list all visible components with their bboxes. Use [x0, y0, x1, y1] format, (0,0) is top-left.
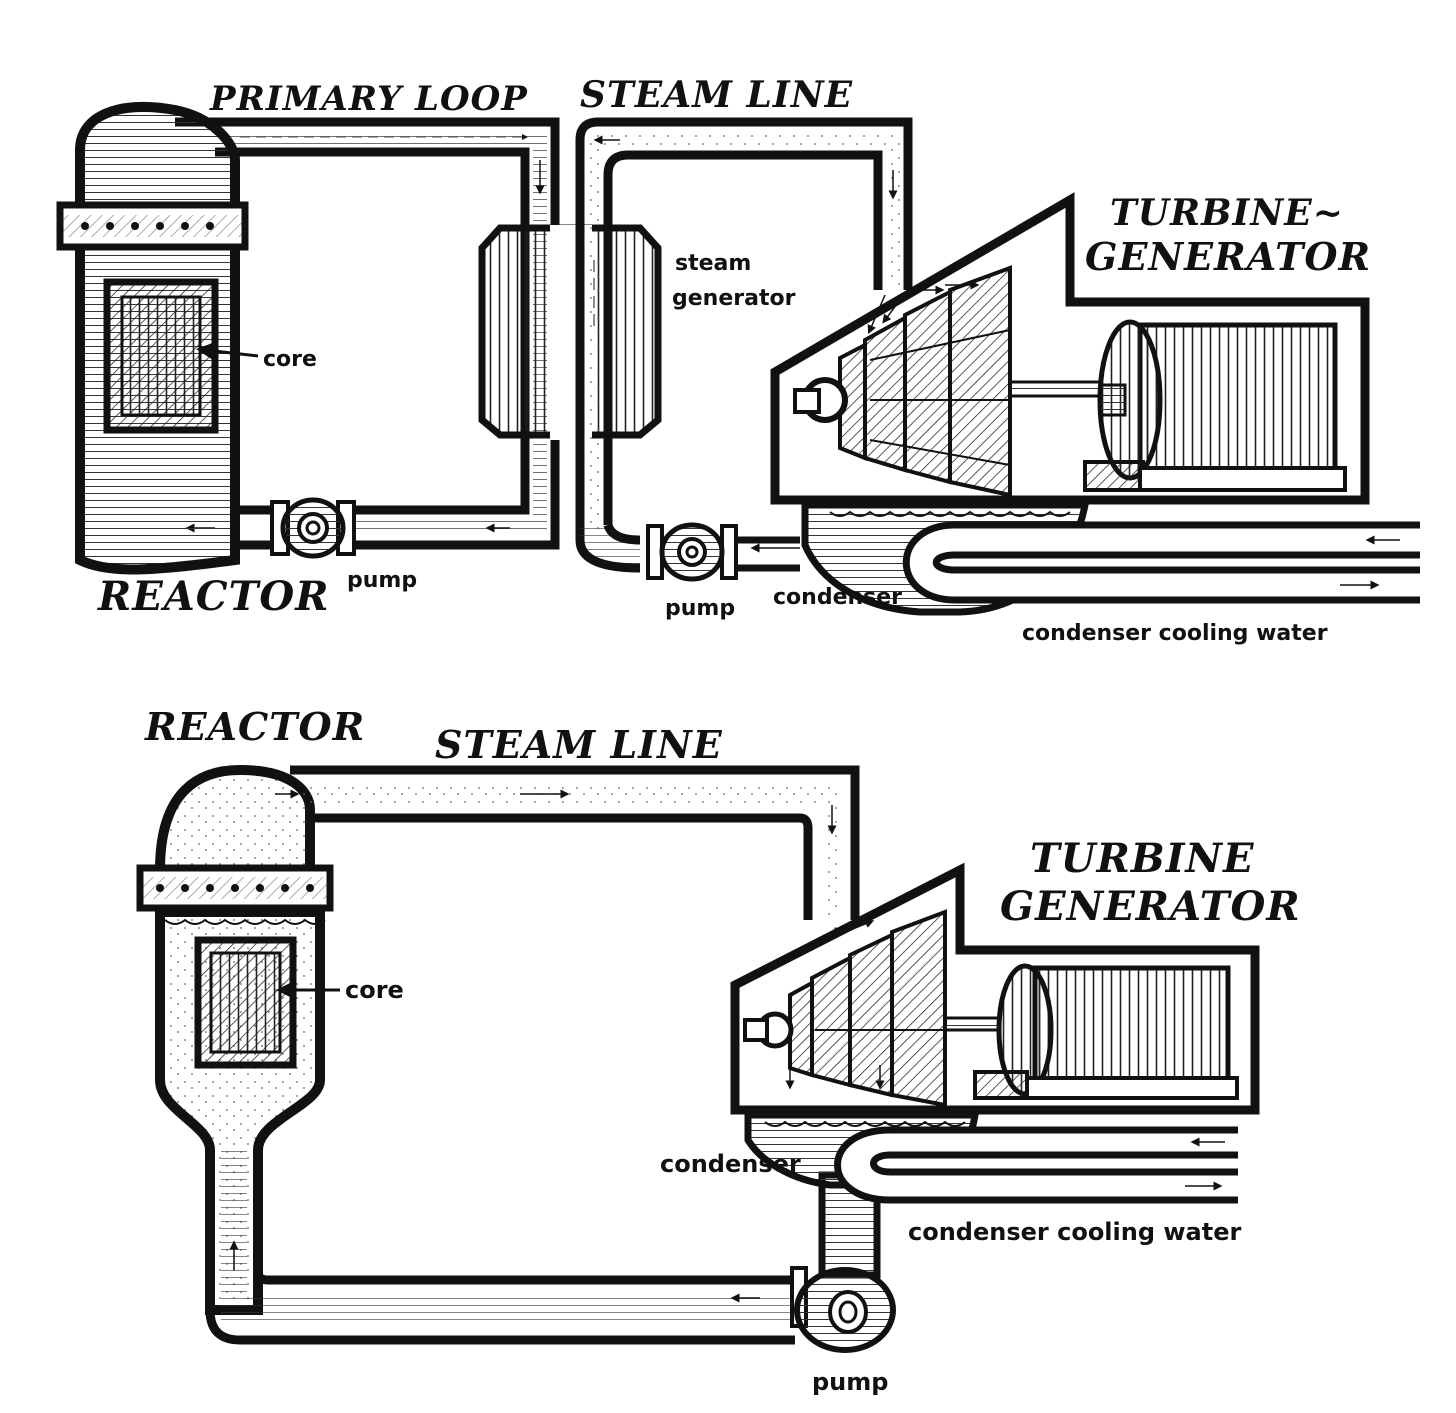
- reactor-label-top: REACTOR: [97, 573, 329, 620]
- reactor-flange-bolts-bottom: [156, 884, 314, 892]
- core-pointer-top: [196, 342, 259, 360]
- reactor-label-bottom: REACTOR: [144, 704, 365, 749]
- condenser-label-bottom: condenser: [660, 1150, 801, 1178]
- cooling-water-label-bottom: condenser cooling water: [908, 1218, 1241, 1246]
- reactor-flange-bolts: [81, 222, 214, 230]
- return-loop-bottom: [205, 1150, 881, 1345]
- bottom-diagram: REACTOR STEAM LINE TURBINE GENERATOR cor…: [136, 704, 1301, 1396]
- cooling-water-bottom: [834, 1126, 1238, 1204]
- core-label-bottom: core: [345, 976, 404, 1004]
- steam-line-pipe-bottom: [275, 765, 860, 920]
- steam-line-pipe: [575, 117, 913, 573]
- steam-inlet-arrows: [867, 280, 980, 335]
- turbine-generator-housing-bottom: [730, 862, 1260, 1115]
- top-diagram: PRIMARY LOOP STEAM LINE TURBINE~ GENERAT…: [56, 74, 1420, 646]
- primary-loop-label: PRIMARY LOOP: [209, 79, 528, 119]
- pump-label-bottom: pump: [812, 1368, 888, 1396]
- pump-bottom: [790, 1266, 896, 1353]
- steam-generator-label-1: steam: [675, 251, 751, 276]
- turbine-label-bottom: TURBINE: [1030, 835, 1254, 882]
- turbine-label-top: TURBINE~: [1110, 192, 1344, 234]
- turbine-generator-housing: [770, 192, 1370, 505]
- turbine-rotor: [793, 265, 1102, 498]
- primary-pump: [270, 497, 356, 559]
- steam-line-label-top: STEAM LINE: [580, 74, 853, 116]
- steam-generator-label-2: generator: [672, 286, 796, 311]
- generator-drum: [1083, 319, 1347, 492]
- cooling-water-top: [902, 521, 1420, 604]
- core-label-top: core: [263, 347, 317, 372]
- turbine-rotor-bottom: [743, 909, 1002, 1108]
- condenser-label-top: condenser: [773, 585, 902, 610]
- reactor-vessel: [56, 102, 249, 575]
- generator-label-top: GENERATOR: [1085, 234, 1371, 279]
- secondary-pump: [646, 522, 738, 582]
- pump-label-secondary: pump: [665, 596, 735, 621]
- steam-inlet-arrows-bottom: [785, 919, 885, 1090]
- cooling-water-label-top: condenser cooling water: [1022, 621, 1328, 646]
- generator-drum-bottom: [973, 963, 1239, 1100]
- pump-label-primary: pump: [347, 568, 417, 593]
- generator-label-bottom: GENERATOR: [1000, 883, 1301, 930]
- steam-generator: [478, 224, 662, 440]
- steam-line-label-bottom: STEAM LINE: [435, 722, 723, 767]
